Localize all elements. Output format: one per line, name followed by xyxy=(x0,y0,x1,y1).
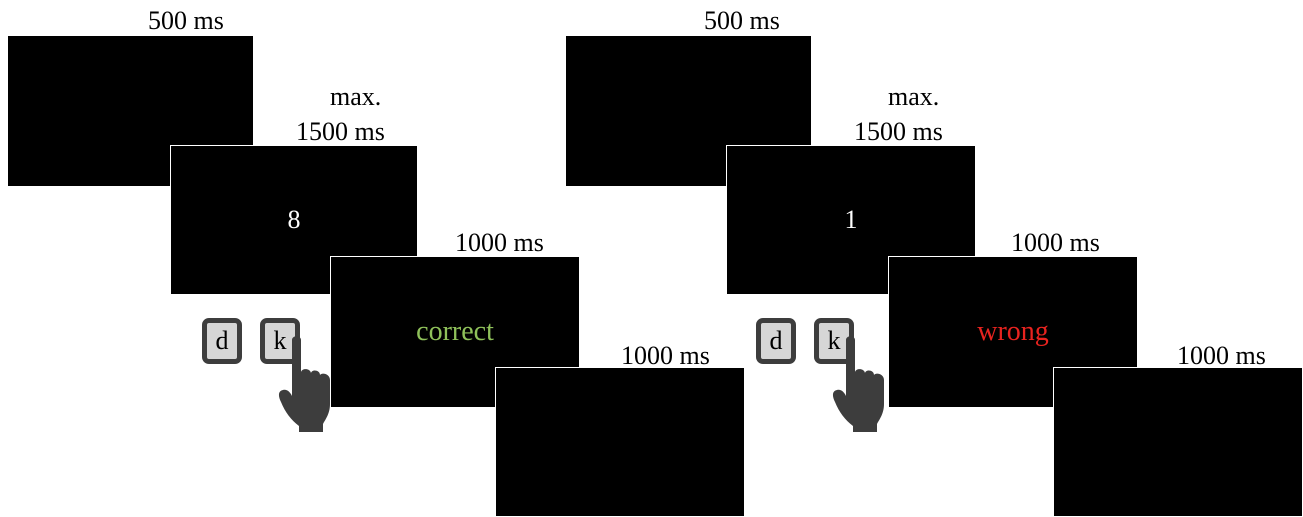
fixation-duration-label: 500 ms xyxy=(148,6,224,35)
feedback-screen: wrong xyxy=(888,256,1138,408)
key-k-label: k xyxy=(827,326,841,355)
blank-screen xyxy=(1053,367,1303,517)
key-k-label: k xyxy=(273,326,287,355)
key-d-label: d xyxy=(215,326,229,355)
blank-duration-label: 1000 ms xyxy=(1177,341,1266,370)
hand-pointing-icon xyxy=(278,336,330,432)
feedback-duration-label: 1000 ms xyxy=(1011,228,1100,257)
feedback-duration-label: 1000 ms xyxy=(455,228,544,257)
stimulus-duration-label-line2: 1500 ms xyxy=(854,117,943,146)
feedback-text: wrong xyxy=(977,316,1049,347)
key-d: d xyxy=(202,318,242,364)
trial-panel-correct: 500 ms max. 1500 ms 8 1000 ms correct 10… xyxy=(0,0,745,517)
hand-pointing-icon xyxy=(832,336,884,432)
trial-panel-wrong: 500 ms max. 1500 ms 1 1000 ms wrong 1000… xyxy=(556,0,1303,517)
stimulus-digit: 1 xyxy=(844,205,858,234)
stimulus-digit: 8 xyxy=(287,205,301,234)
blank-duration-label: 1000 ms xyxy=(621,341,710,370)
fixation-duration-label: 500 ms xyxy=(704,6,780,35)
key-d-label: d xyxy=(769,326,783,355)
key-d: d xyxy=(756,318,796,364)
feedback-text: correct xyxy=(416,316,494,347)
stimulus-duration-label-line2: 1500 ms xyxy=(296,117,385,146)
stimulus-duration-label-line1: max. xyxy=(888,82,940,111)
stimulus-duration-label-line1: max. xyxy=(330,82,382,111)
